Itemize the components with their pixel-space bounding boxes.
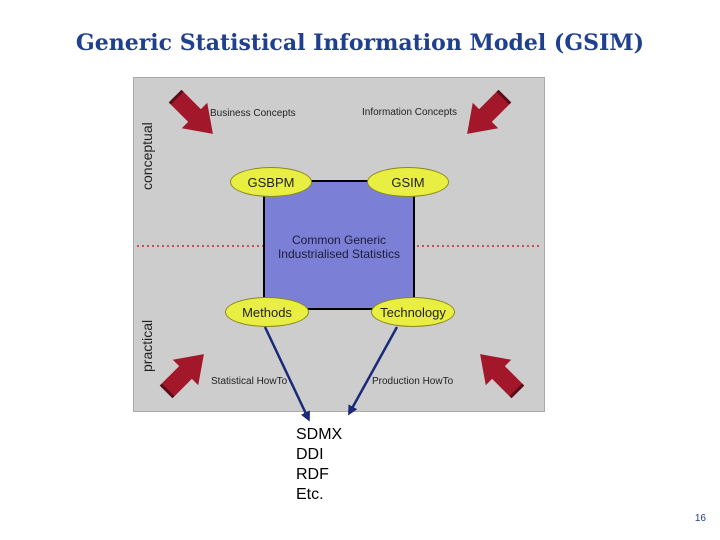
node-methods: Methods [225, 297, 309, 327]
standard-item: RDF [296, 466, 329, 483]
axis-label-conceptual: conceptual [139, 122, 155, 190]
standards-list: SDMX DDI RDF Etc. [296, 425, 342, 505]
center-box-line1: Common Generic [291, 233, 387, 247]
standard-item: DDI [296, 446, 324, 463]
page-number: 16 [694, 513, 706, 524]
node-methods-label: Methods [242, 304, 292, 320]
node-technology: Technology [371, 297, 455, 327]
center-box-label: Common Generic Industrialised Statistics [263, 233, 415, 261]
label-production-howto: Production HowTo [372, 376, 454, 387]
slide-title: Generic Statistical Information Model (G… [75, 30, 645, 56]
standard-item: Etc. [296, 486, 324, 503]
node-gsbpm: GSBPM [230, 167, 312, 197]
node-gsim-label: GSIM [391, 174, 425, 190]
arrow-bottom-left [159, 354, 204, 399]
axis-label-practical: practical [139, 319, 155, 372]
node-gsbpm-label: GSBPM [247, 174, 295, 190]
node-gsim: GSIM [367, 167, 449, 197]
label-business-concepts: Business Concepts [210, 108, 296, 119]
label-statistical-howto: Statistical HowTo [211, 376, 288, 387]
arrow-bottom-right [480, 354, 525, 399]
standard-item: SDMX [296, 426, 343, 443]
node-technology-label: Technology [380, 304, 446, 320]
arrow-top-left [168, 89, 213, 134]
arrow-top-right [467, 89, 512, 134]
common-generic-box [263, 180, 415, 310]
label-information-concepts: Information Concepts [362, 107, 458, 118]
center-box-line2: Industrialised Statistics [277, 247, 401, 261]
